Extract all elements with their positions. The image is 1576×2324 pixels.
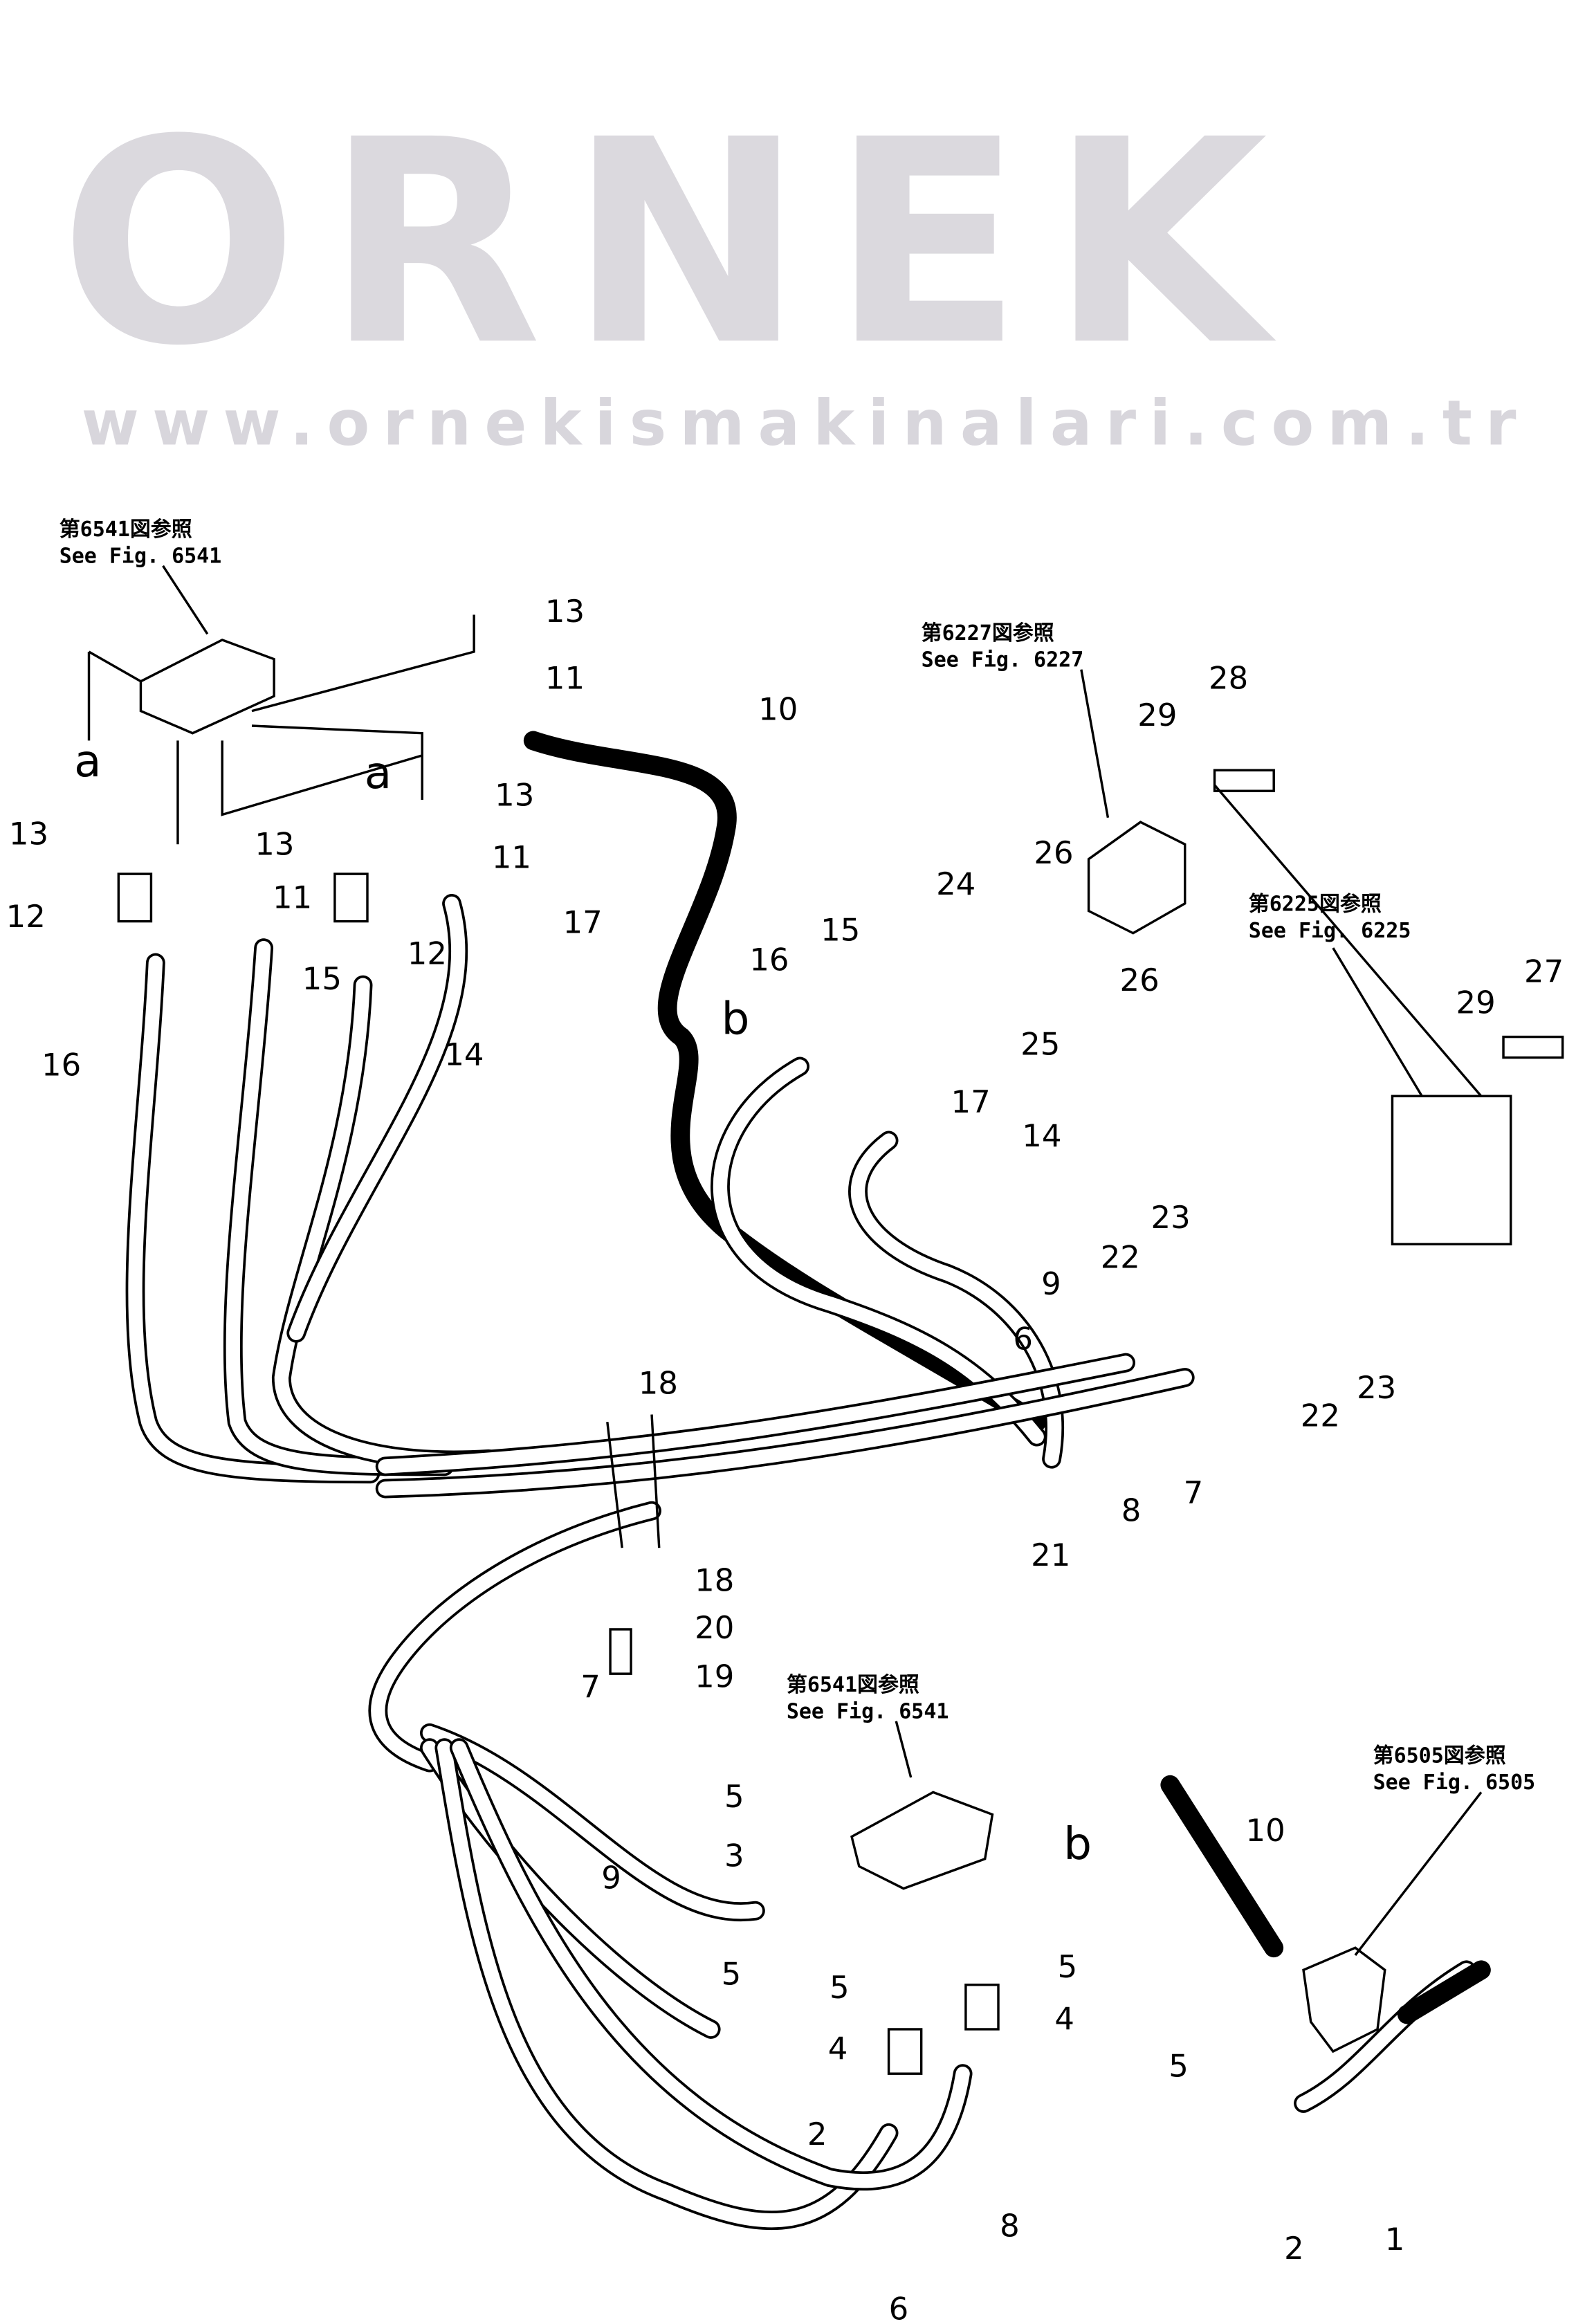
callout: 5 — [722, 1956, 742, 1993]
callout: 14 — [444, 1036, 484, 1072]
callout: 18 — [695, 1562, 734, 1598]
callout: 10 — [1246, 1812, 1285, 1849]
reference-en: See Fig. 6227 — [922, 648, 1084, 672]
callout: 16 — [749, 941, 789, 978]
callout: 29 — [1137, 697, 1177, 733]
callout: 7 — [1184, 1474, 1204, 1511]
callout: 1 — [1385, 2221, 1405, 2258]
valve-block-6505 — [1302, 1946, 1386, 2053]
callout: 4 — [1054, 2000, 1074, 2037]
callout: 9 — [601, 1860, 621, 1896]
callout: 13 — [255, 825, 294, 862]
callout: 16 — [42, 1046, 81, 1083]
callout: 6 — [1013, 1320, 1033, 1357]
letter-a: a — [74, 735, 101, 787]
reference-en: See Fig. 6225 — [1249, 919, 1411, 943]
callout: 5 — [724, 1778, 744, 1815]
watermark-url: www.ornekismakinalari.com.tr — [82, 387, 1530, 459]
callout: 15 — [821, 911, 860, 948]
callout: 11 — [492, 839, 531, 876]
hose-bundle — [125, 731, 1491, 2231]
callout: 11 — [545, 659, 585, 696]
callout: 8 — [1000, 2208, 1020, 2244]
reference-jp: 第6541図参照 — [59, 518, 192, 542]
callout: 17 — [563, 904, 603, 941]
view-letters: a a b b — [74, 735, 1092, 1870]
callout: 20 — [695, 1609, 734, 1646]
reference-jp: 第6225図参照 — [1249, 893, 1382, 917]
reference-jp: 第6541図参照 — [787, 1673, 919, 1697]
callout: 17 — [951, 1083, 990, 1120]
reference-jp: 第6227図参照 — [922, 621, 1054, 646]
callout: 7 — [580, 1668, 601, 1705]
callout: 5 — [830, 1969, 850, 2006]
callout: 26 — [1034, 834, 1073, 871]
callout: 2 — [807, 2116, 827, 2152]
callout: 18 — [639, 1365, 678, 1402]
callout: 3 — [724, 1837, 744, 1874]
watermark: ORNEK www.ornekismakinalari.com.tr — [59, 79, 1530, 459]
callout: 6 — [889, 2291, 909, 2324]
callout: 15 — [302, 960, 342, 997]
valve-block-6541-bottom — [850, 1791, 994, 1890]
callout: 28 — [1209, 659, 1248, 696]
callout: 29 — [1456, 984, 1496, 1021]
letter-b: b — [722, 993, 750, 1045]
callout-numbers: 13 11 10 13 11 13 13 11 12 12 17 15 14 1… — [6, 593, 1564, 2324]
reference-jp: 第6505図参照 — [1373, 1744, 1506, 1768]
reference-notes: 第6541図参照 See Fig. 6541 第6227図参照 See Fig.… — [59, 518, 1536, 1795]
callout: 14 — [1022, 1117, 1061, 1154]
components — [87, 565, 1564, 2075]
callout: 5 — [1169, 2047, 1189, 2084]
callout: 12 — [407, 935, 447, 972]
callout: 5 — [1058, 1948, 1078, 1985]
callout: 26 — [1120, 962, 1160, 998]
callout: 13 — [545, 593, 585, 630]
letter-b: b — [1063, 1818, 1092, 1870]
callout: 11 — [273, 879, 312, 915]
callout: 4 — [828, 2030, 848, 2067]
callout: 27 — [1524, 953, 1564, 989]
reference-en: See Fig. 6505 — [1373, 1771, 1536, 1795]
callout: 19 — [695, 1658, 734, 1694]
callout: 8 — [1121, 1492, 1142, 1529]
callout: 22 — [1101, 1239, 1140, 1276]
callout: 23 — [1357, 1369, 1396, 1406]
valve-block-6227 — [1087, 821, 1186, 935]
letter-a: a — [365, 747, 392, 799]
callout: 13 — [495, 777, 534, 814]
callout: 25 — [1020, 1025, 1060, 1062]
callout: 9 — [1041, 1265, 1061, 1302]
valve-block-top-left — [139, 638, 275, 735]
reference-en: See Fig. 6541 — [59, 545, 222, 569]
callout: 21 — [1031, 1537, 1070, 1573]
callout: 13 — [9, 815, 48, 852]
callout: 22 — [1301, 1398, 1340, 1434]
callout: 2 — [1284, 2230, 1304, 2267]
watermark-brand: ORNEK — [59, 79, 1294, 407]
valve-block-6225 — [1391, 1095, 1512, 1246]
callout: 10 — [758, 690, 798, 727]
callout: 23 — [1151, 1199, 1191, 1236]
callout: 24 — [936, 866, 975, 902]
reference-en: See Fig. 6541 — [787, 1699, 949, 1723]
callout: 12 — [6, 898, 46, 935]
